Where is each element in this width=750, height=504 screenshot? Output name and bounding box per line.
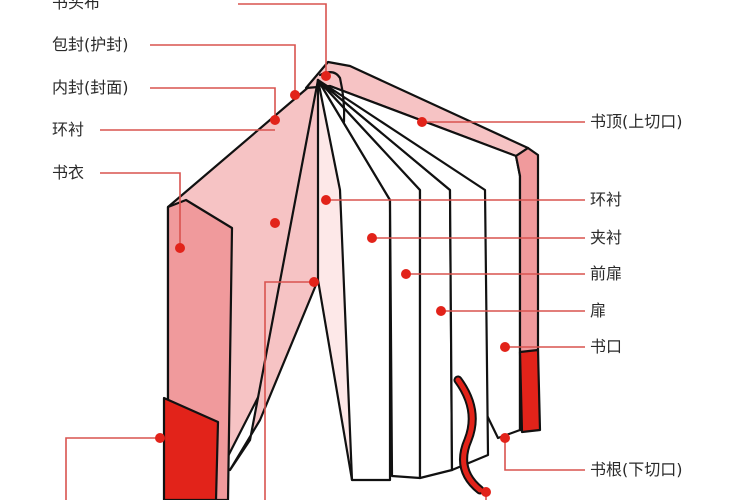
leader-jacket-flap — [150, 44, 296, 95]
leader-bottom-edge — [504, 438, 585, 471]
marker-interleaf — [367, 233, 377, 243]
label-headband: 书头布 — [52, 0, 101, 12]
marker-book-jacket — [175, 243, 185, 253]
marker-jacket-flap — [290, 90, 300, 100]
label-title-page: 扉 — [590, 301, 607, 320]
leader-inner-cover — [150, 87, 276, 120]
marker-top-edge — [417, 117, 427, 127]
fore-edge-red-band — [518, 348, 542, 434]
leader-lower-center — [264, 281, 314, 500]
page-6 — [316, 78, 490, 472]
leader-book-jacket — [100, 172, 181, 248]
label-top-edge: 书顶(上切口) — [590, 112, 683, 131]
marker-endpaper-right — [321, 195, 331, 205]
marker-lower-left — [155, 433, 165, 443]
label-interleaf: 夹衬 — [590, 228, 623, 247]
marker-fore-edge — [500, 342, 510, 352]
label-book-jacket: 书衣 — [52, 163, 85, 182]
marker-title-page — [436, 306, 446, 316]
label-endpaper-left: 环衬 — [52, 120, 85, 139]
label-endpaper-right: 环衬 — [590, 190, 623, 209]
marker-lower-center — [309, 277, 319, 287]
marker-headband — [321, 71, 331, 81]
label-fore-edge: 书口 — [590, 337, 623, 356]
label-jacket-flap: 包封(护封) — [52, 35, 129, 54]
label-bottom-edge: 书根(下切口) — [590, 460, 683, 479]
marker-ribbon-end — [481, 487, 491, 497]
leader-lower-left — [65, 437, 160, 500]
label-inner-cover: 内封(封面) — [52, 78, 129, 97]
leader-headband — [238, 3, 327, 74]
marker-inner-cover — [270, 115, 280, 125]
label-front-title: 前扉 — [590, 264, 623, 283]
marker-bottom-edge — [500, 433, 510, 443]
bookmark-ribbon-inner — [455, 377, 483, 493]
marker-front-title — [401, 269, 411, 279]
marker-endpaper-left — [270, 218, 280, 228]
